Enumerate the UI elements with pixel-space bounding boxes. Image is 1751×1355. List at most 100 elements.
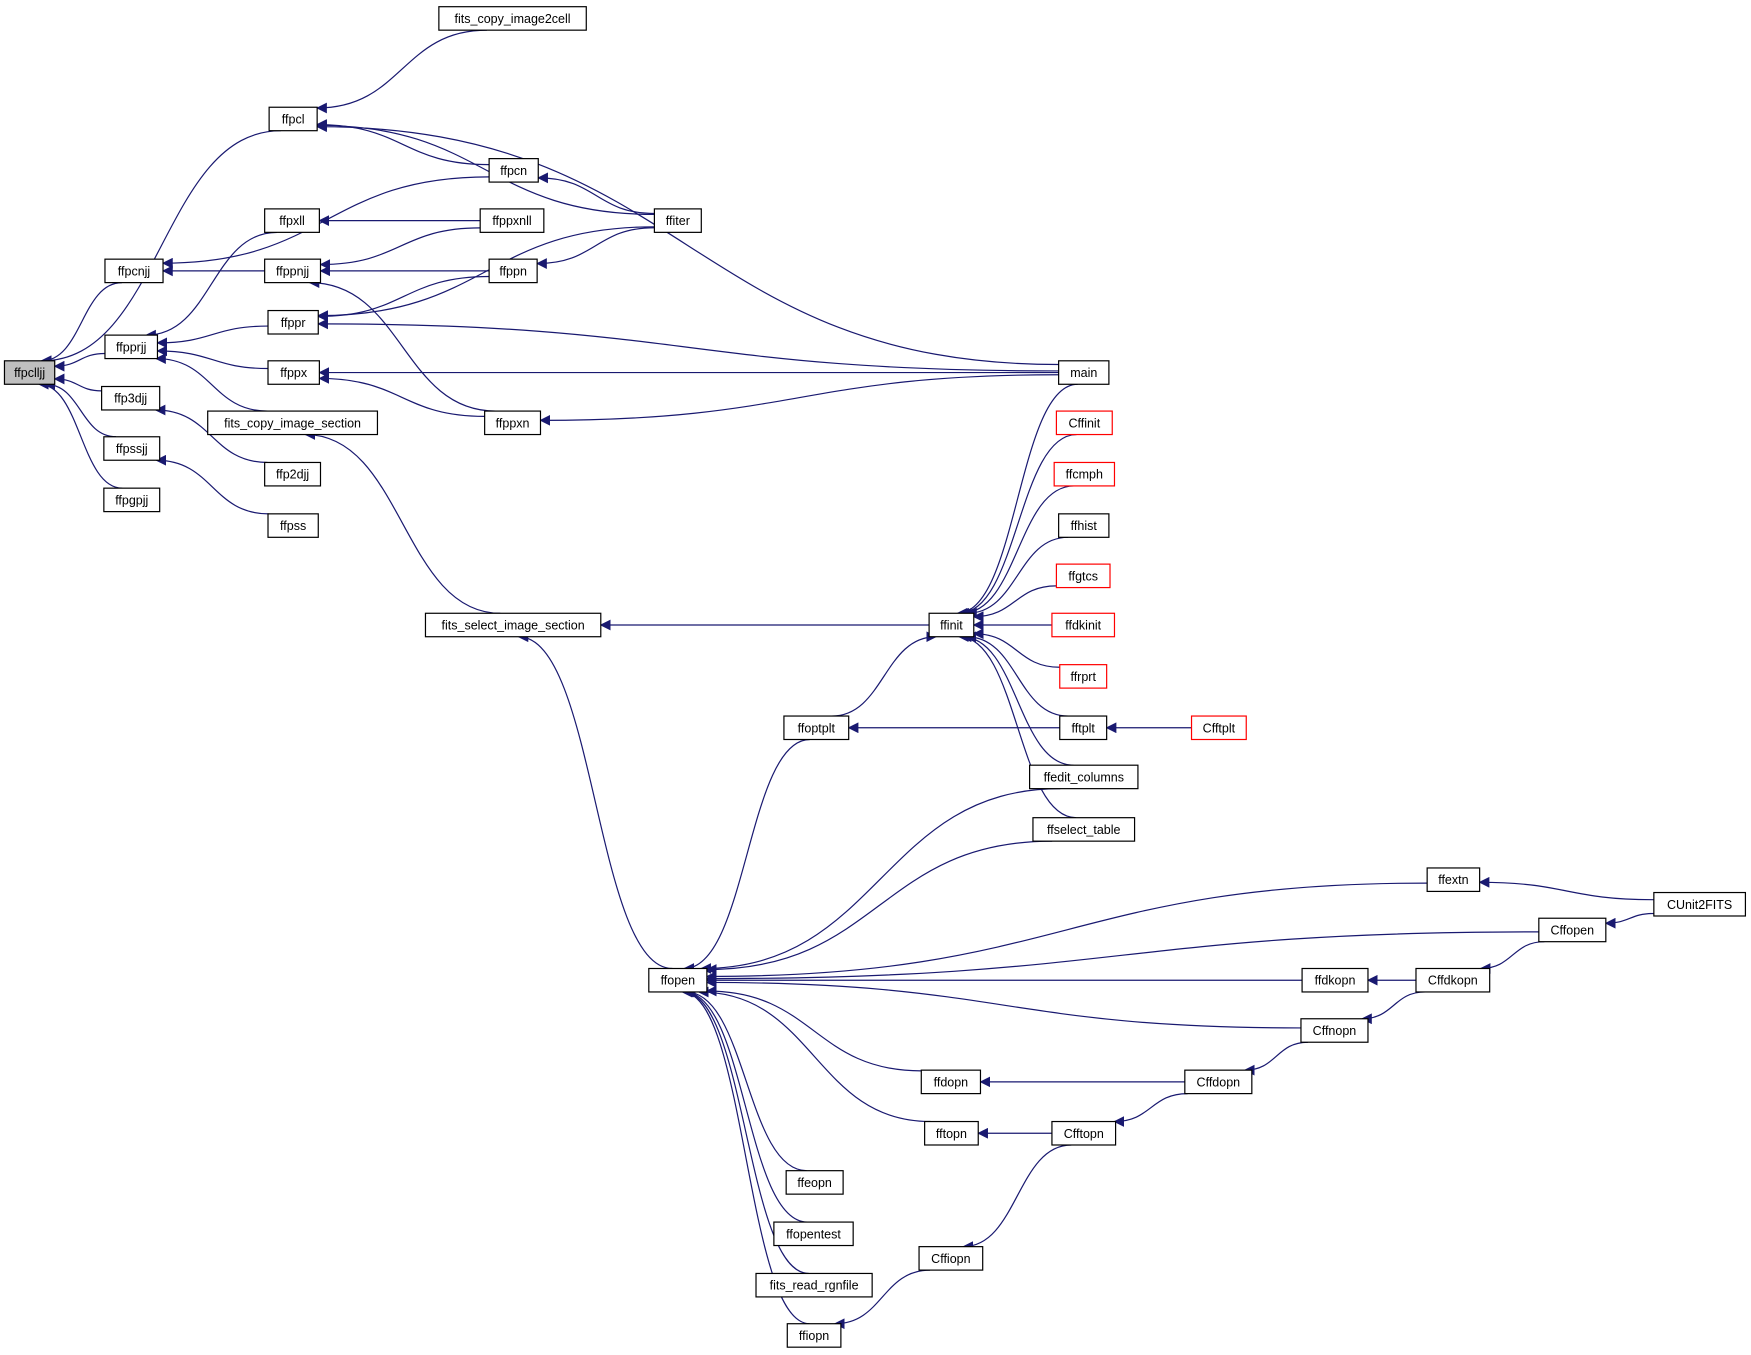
node-box-ffedit_columns <box>1029 764 1139 790</box>
node-label-ffdopn: ffdopn <box>934 1075 969 1089</box>
node-ffopen[interactable]: ffopen <box>648 967 708 993</box>
node-Cffiopn[interactable]: Cffiopn <box>918 1246 984 1271</box>
node-label-ffppr: ffppr <box>281 316 306 330</box>
node-ffrprt[interactable]: ffrprt <box>1059 664 1108 689</box>
node-Cfftplt[interactable]: Cfftplt <box>1190 715 1247 741</box>
node-ffppnjj[interactable]: ffppnjj <box>264 258 322 284</box>
node-ffppn[interactable]: ffppn <box>488 258 538 284</box>
edge-ffedit_columns-to-ffopen <box>700 788 1061 974</box>
node-box-ffppn <box>488 258 538 284</box>
edge-Cffinit-to-ffinit <box>958 433 1077 619</box>
node-box-ffgtcs <box>1055 563 1111 589</box>
edge-ffopentest-to-ffopen <box>683 986 808 1223</box>
node-fftplt[interactable]: fftplt <box>1059 715 1108 741</box>
node-label-CUnit2FITS: CUnit2FITS <box>1667 898 1732 912</box>
node-label-ffppxn: ffppxn <box>496 416 530 430</box>
node-box-fits_read_rgnfile <box>755 1272 873 1298</box>
node-ffcmph[interactable]: ffcmph <box>1053 461 1116 487</box>
node-box-Cffiopn <box>918 1246 984 1271</box>
node-Cffopen[interactable]: Cffopen <box>1538 917 1607 943</box>
edge-ffiter-to-ffpcn <box>537 172 655 215</box>
node-label-main: main <box>1070 366 1097 380</box>
node-label-ffedit_columns: ffedit_columns <box>1044 770 1124 784</box>
node-ffp2djj[interactable]: ffp2djj <box>264 461 322 487</box>
node-label-ffpcn: ffpcn <box>500 164 527 178</box>
node-fits_copy_image_section[interactable]: fits_copy_image_section <box>207 410 379 436</box>
node-label-Cffdopn: Cffdopn <box>1197 1075 1241 1089</box>
node-ffedit_columns[interactable]: ffedit_columns <box>1029 764 1139 790</box>
node-ffiter[interactable]: ffiter <box>653 208 702 233</box>
node-ffppx[interactable]: ffppx <box>267 360 320 385</box>
node-main[interactable]: main <box>1058 360 1110 385</box>
node-fits_copy_image2cell[interactable]: fits_copy_image2cell <box>438 6 587 31</box>
node-ffdkopn[interactable]: ffdkopn <box>1301 967 1369 993</box>
node-box-Cffdopn <box>1184 1069 1253 1095</box>
edge-ffppr-to-ffpprjj <box>156 325 269 349</box>
edge-Cffiopn-to-ffiopn <box>833 1269 931 1330</box>
node-ffhist[interactable]: ffhist <box>1058 513 1110 538</box>
node-ffpcl[interactable]: ffpcl <box>268 106 318 132</box>
node-ffppxn[interactable]: ffppxn <box>484 410 542 436</box>
node-ffeopn[interactable]: ffeopn <box>785 1170 844 1195</box>
edge-main-to-ffppxn <box>539 374 1059 426</box>
node-label-fits_select_image_section: fits_select_image_section <box>442 618 585 632</box>
node-box-Cffnopn <box>1300 1018 1369 1043</box>
node-label-ffcmph: ffcmph <box>1066 468 1103 482</box>
node-ffp3djj[interactable]: ffp3djj <box>101 385 161 411</box>
node-ffiopn[interactable]: ffiopn <box>786 1323 842 1348</box>
node-Cffdopn[interactable]: Cffdopn <box>1184 1069 1253 1095</box>
node-ffpcn[interactable]: ffpcn <box>488 158 539 183</box>
node-fits_select_image_section[interactable]: fits_select_image_section <box>424 612 602 638</box>
node-ffpssjj[interactable]: ffpssjj <box>103 436 161 461</box>
node-CUnit2FITS[interactable]: CUnit2FITS <box>1653 891 1747 917</box>
node-ffpclljj[interactable]: ffpclljj <box>3 360 56 385</box>
edge-fftplt-to-ffinit <box>965 631 1069 717</box>
node-ffpss[interactable]: ffpss <box>267 513 319 538</box>
edge-ffpprjj-to-ffpclljj <box>53 352 105 372</box>
node-ffinit[interactable]: ffinit <box>928 612 975 638</box>
edge-ffpgpjj-to-ffpclljj <box>37 378 123 489</box>
edge-ffppxn-to-ffppnjj <box>308 277 496 412</box>
node-ffppxnll[interactable]: ffppxnll <box>479 208 545 233</box>
node-ffpcnjj[interactable]: ffpcnjj <box>104 258 164 284</box>
node-fftopn[interactable]: fftopn <box>924 1120 979 1146</box>
node-ffdopn[interactable]: ffdopn <box>920 1069 982 1095</box>
node-label-ffppn: ffppn <box>499 264 527 278</box>
node-ffgtcs[interactable]: ffgtcs <box>1055 563 1111 589</box>
node-label-Cffiopn: Cffiopn <box>931 1252 970 1266</box>
edge-ffppx-to-ffpprjj <box>156 345 269 370</box>
node-ffselect_table[interactable]: ffselect_table <box>1032 817 1136 842</box>
node-ffpgpjj[interactable]: ffpgpjj <box>103 487 161 513</box>
node-ffoptplt[interactable]: ffoptplt <box>783 715 850 741</box>
node-box-ffpcl <box>268 106 318 132</box>
node-fits_read_rgnfile[interactable]: fits_read_rgnfile <box>755 1272 873 1298</box>
node-box-ffextn <box>1426 867 1481 893</box>
node-Cfftopn[interactable]: Cfftopn <box>1051 1120 1117 1146</box>
node-label-Cffinit: Cffinit <box>1068 416 1100 430</box>
node-label-ffppx: ffppx <box>280 366 308 380</box>
edge-fits_read_rgnfile-to-ffopen <box>682 986 809 1275</box>
node-Cffnopn[interactable]: Cffnopn <box>1300 1018 1369 1043</box>
node-Cffinit[interactable]: Cffinit <box>1055 410 1113 436</box>
node-box-ffpss <box>267 513 319 538</box>
node-ffdkinit[interactable]: ffdkinit <box>1051 612 1116 638</box>
node-box-ffinit <box>928 612 975 638</box>
node-label-ffppxnll: ffppxnll <box>492 214 531 228</box>
edge-ffp2djj-to-ffp3djj <box>154 404 268 464</box>
node-ffppr[interactable]: ffppr <box>267 309 319 335</box>
node-box-ffppr <box>267 309 319 335</box>
node-ffopentest[interactable]: ffopentest <box>773 1221 854 1247</box>
node-label-Cffnopn: Cffnopn <box>1313 1024 1357 1038</box>
node-label-ffppnjj: ffppnjj <box>276 264 309 278</box>
node-ffpxll[interactable]: ffpxll <box>264 208 320 233</box>
node-ffextn[interactable]: ffextn <box>1426 867 1481 893</box>
node-label-ffpclljj: ffpclljj <box>14 366 45 380</box>
edge-ffrprt-to-ffinit <box>972 628 1060 668</box>
node-label-ffpgpjj: ffpgpjj <box>115 493 148 507</box>
node-box-ffdopn <box>920 1069 982 1095</box>
node-Cffdkopn[interactable]: Cffdkopn <box>1415 967 1491 993</box>
node-box-main <box>1058 360 1110 385</box>
node-box-ffp3djj <box>101 385 161 411</box>
node-ffpprjj[interactable]: ffpprjj <box>104 334 159 360</box>
